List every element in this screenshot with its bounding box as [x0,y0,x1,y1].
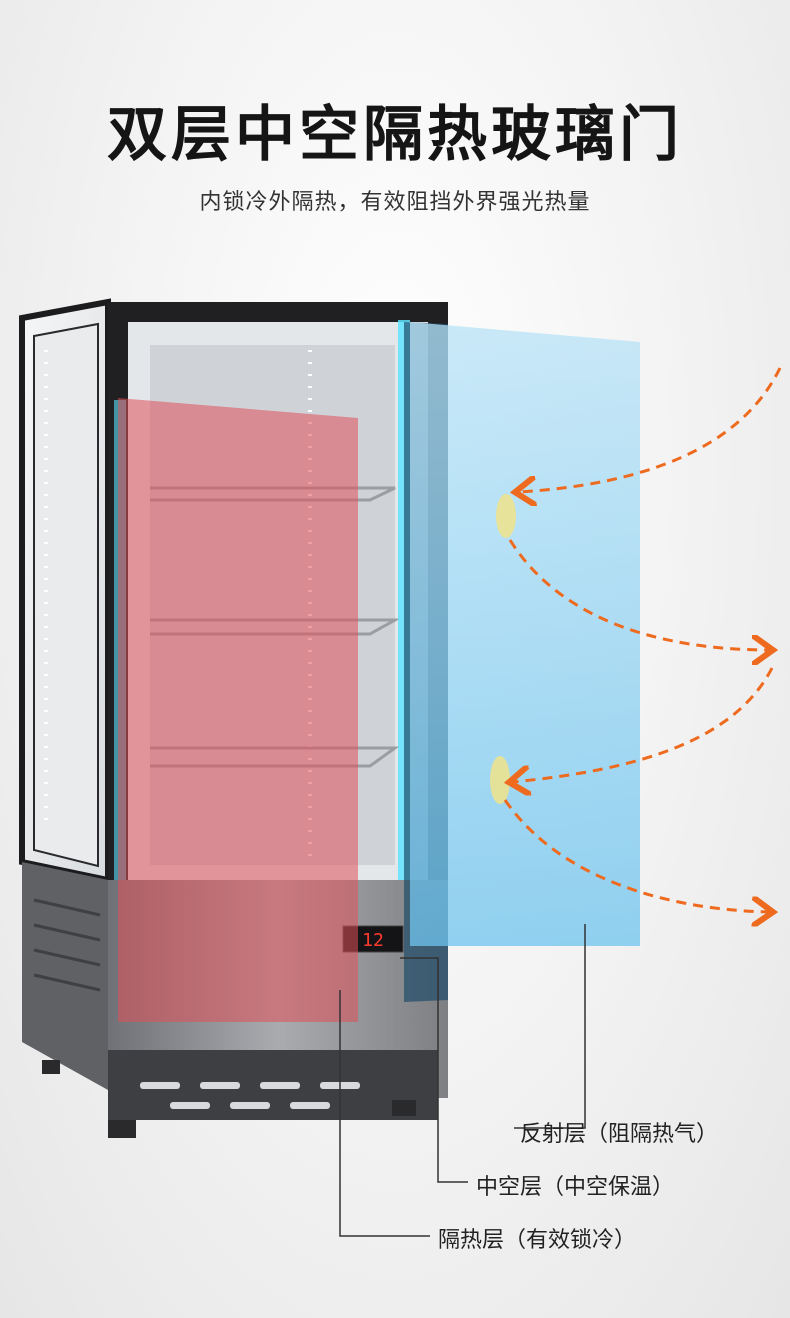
temperature-readout: 12 [362,930,384,951]
callout-reflective-layer: 反射层（阻隔热气） [520,1122,719,1147]
heat-arrows [503,367,782,912]
page-title: 双层中空隔热玻璃门 [107,100,683,170]
insulation-layer-panel [118,398,358,1022]
callout-insulation-layer: 隔热层（有效锁冷） [438,1228,637,1253]
callout-hollow-layer: 中空层（中空保温） [476,1175,675,1200]
callout-lines [339,924,586,1237]
reflection-spot [496,494,516,538]
reflective-layer-panel [410,322,640,946]
reflection-spot [490,756,510,804]
page-subtitle: 内锁冷外隔热，有效阻挡外界强光热量 [199,190,591,215]
